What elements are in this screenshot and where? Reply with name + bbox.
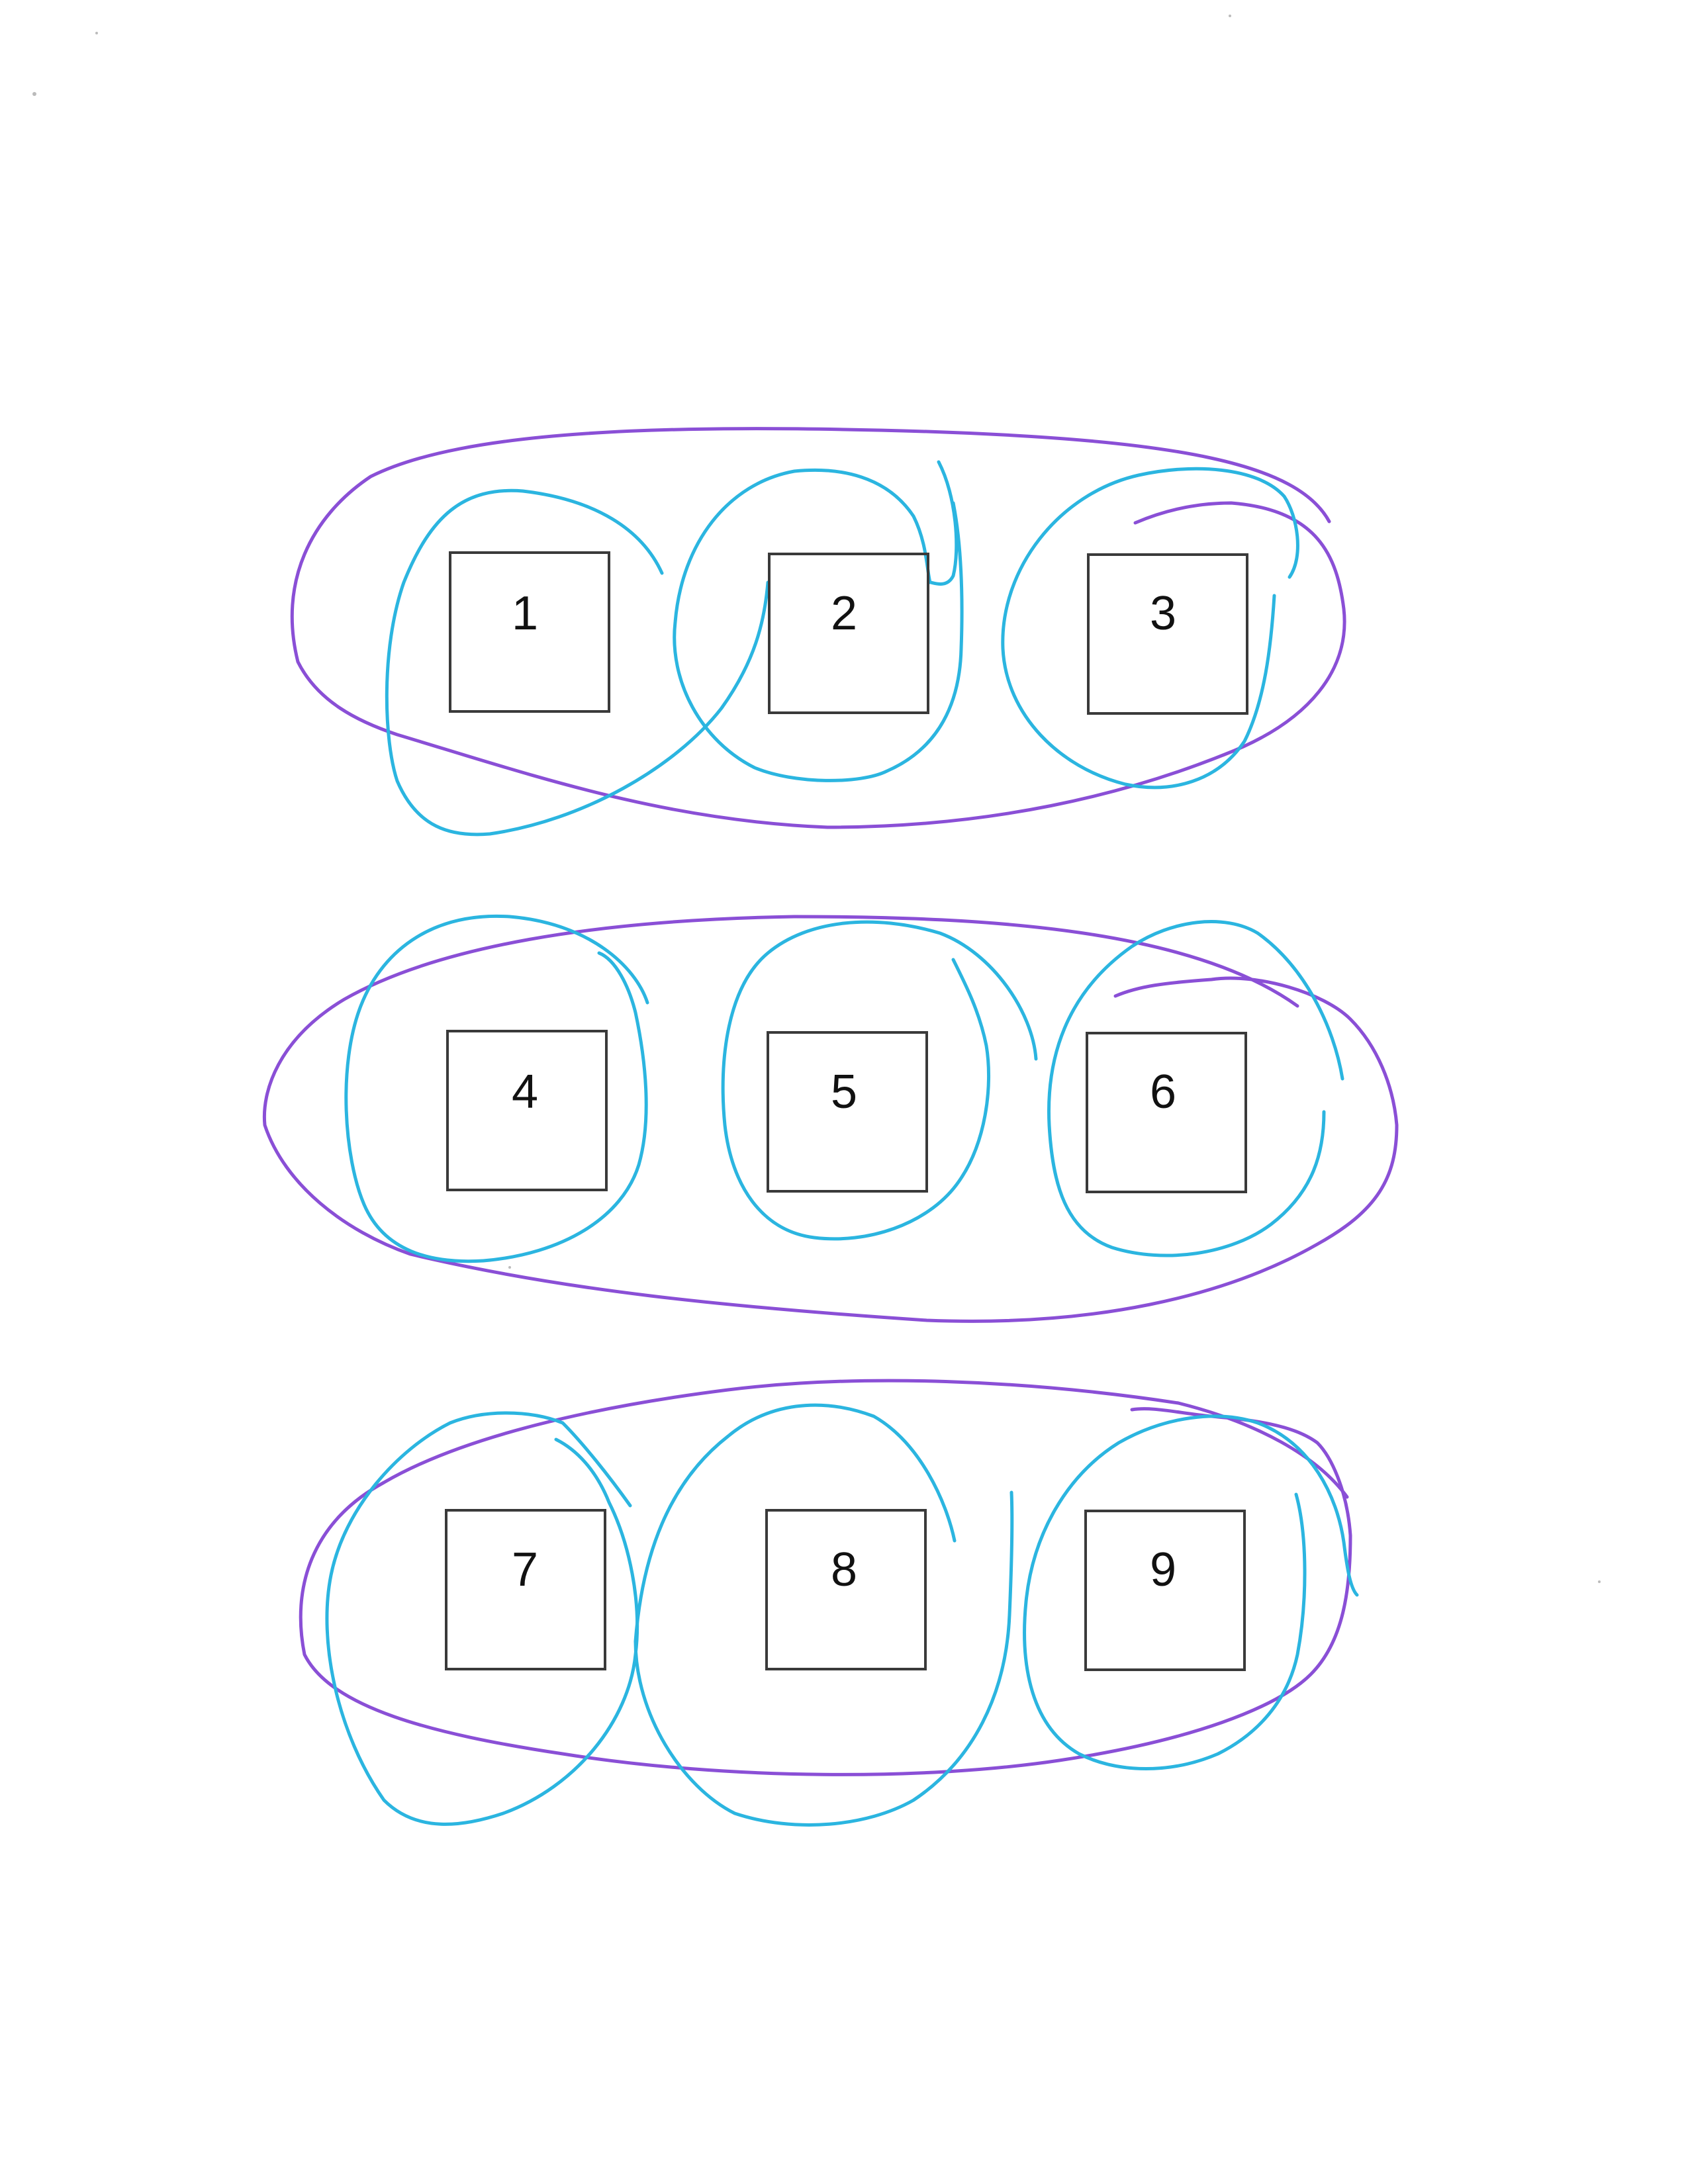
box-9-inner-loop bbox=[1023, 1414, 1359, 1770]
box-5-inner-loop bbox=[721, 920, 1038, 1241]
row-3-outer-loop bbox=[299, 1379, 1352, 1776]
box-7-frame bbox=[445, 1509, 606, 1670]
row-1-group: 1 2 3 bbox=[290, 427, 1346, 837]
box-6: 6 bbox=[1086, 1032, 1247, 1193]
box-3: 3 bbox=[1087, 553, 1248, 715]
box-3-label: 3 bbox=[1150, 587, 1176, 640]
box-9-label: 9 bbox=[1150, 1543, 1176, 1596]
box-7-label: 7 bbox=[512, 1543, 538, 1596]
box-6-frame bbox=[1086, 1032, 1247, 1193]
paper-speck bbox=[32, 92, 36, 96]
box-1-frame bbox=[449, 551, 610, 713]
box-6-label: 6 bbox=[1150, 1066, 1176, 1118]
box-3-inner-loop bbox=[1001, 467, 1299, 790]
box-4-inner-loop bbox=[344, 914, 649, 1263]
box-4-frame bbox=[446, 1030, 608, 1191]
box-5-frame bbox=[767, 1031, 928, 1193]
box-7-inner-loop bbox=[325, 1411, 639, 1826]
box-2-inner-loop bbox=[673, 460, 964, 782]
box-9-frame bbox=[1084, 1510, 1246, 1671]
row-2-group: 4 5 6 bbox=[262, 914, 1399, 1323]
box-5-label: 5 bbox=[831, 1066, 857, 1118]
box-6-inner-loop bbox=[1047, 920, 1344, 1257]
paper-speck bbox=[508, 1266, 511, 1269]
box-2-frame bbox=[768, 553, 929, 714]
box-8-label: 8 bbox=[831, 1543, 857, 1596]
box-8-inner-loop bbox=[633, 1403, 1014, 1827]
paper-speck bbox=[1598, 1580, 1601, 1583]
box-7: 7 bbox=[445, 1509, 606, 1670]
paper-speck bbox=[1229, 15, 1231, 17]
row-3-group: 7 8 9 bbox=[299, 1379, 1359, 1827]
box-1-inner-loop bbox=[385, 488, 770, 837]
row-1-outer-loop bbox=[290, 427, 1346, 829]
box-1-label: 1 bbox=[512, 587, 538, 640]
box-1: 1 bbox=[449, 551, 610, 713]
row-2-outer-loop bbox=[262, 915, 1399, 1323]
box-3-frame bbox=[1087, 553, 1248, 715]
box-2-label: 2 bbox=[831, 587, 857, 640]
box-8-frame bbox=[765, 1509, 927, 1670]
box-8: 8 bbox=[765, 1509, 927, 1670]
box-5: 5 bbox=[767, 1031, 928, 1193]
box-4: 4 bbox=[446, 1030, 608, 1191]
box-2: 2 bbox=[768, 553, 929, 714]
box-9: 9 bbox=[1084, 1510, 1246, 1671]
box-4-label: 4 bbox=[512, 1066, 538, 1118]
paper-speck bbox=[95, 32, 98, 34]
